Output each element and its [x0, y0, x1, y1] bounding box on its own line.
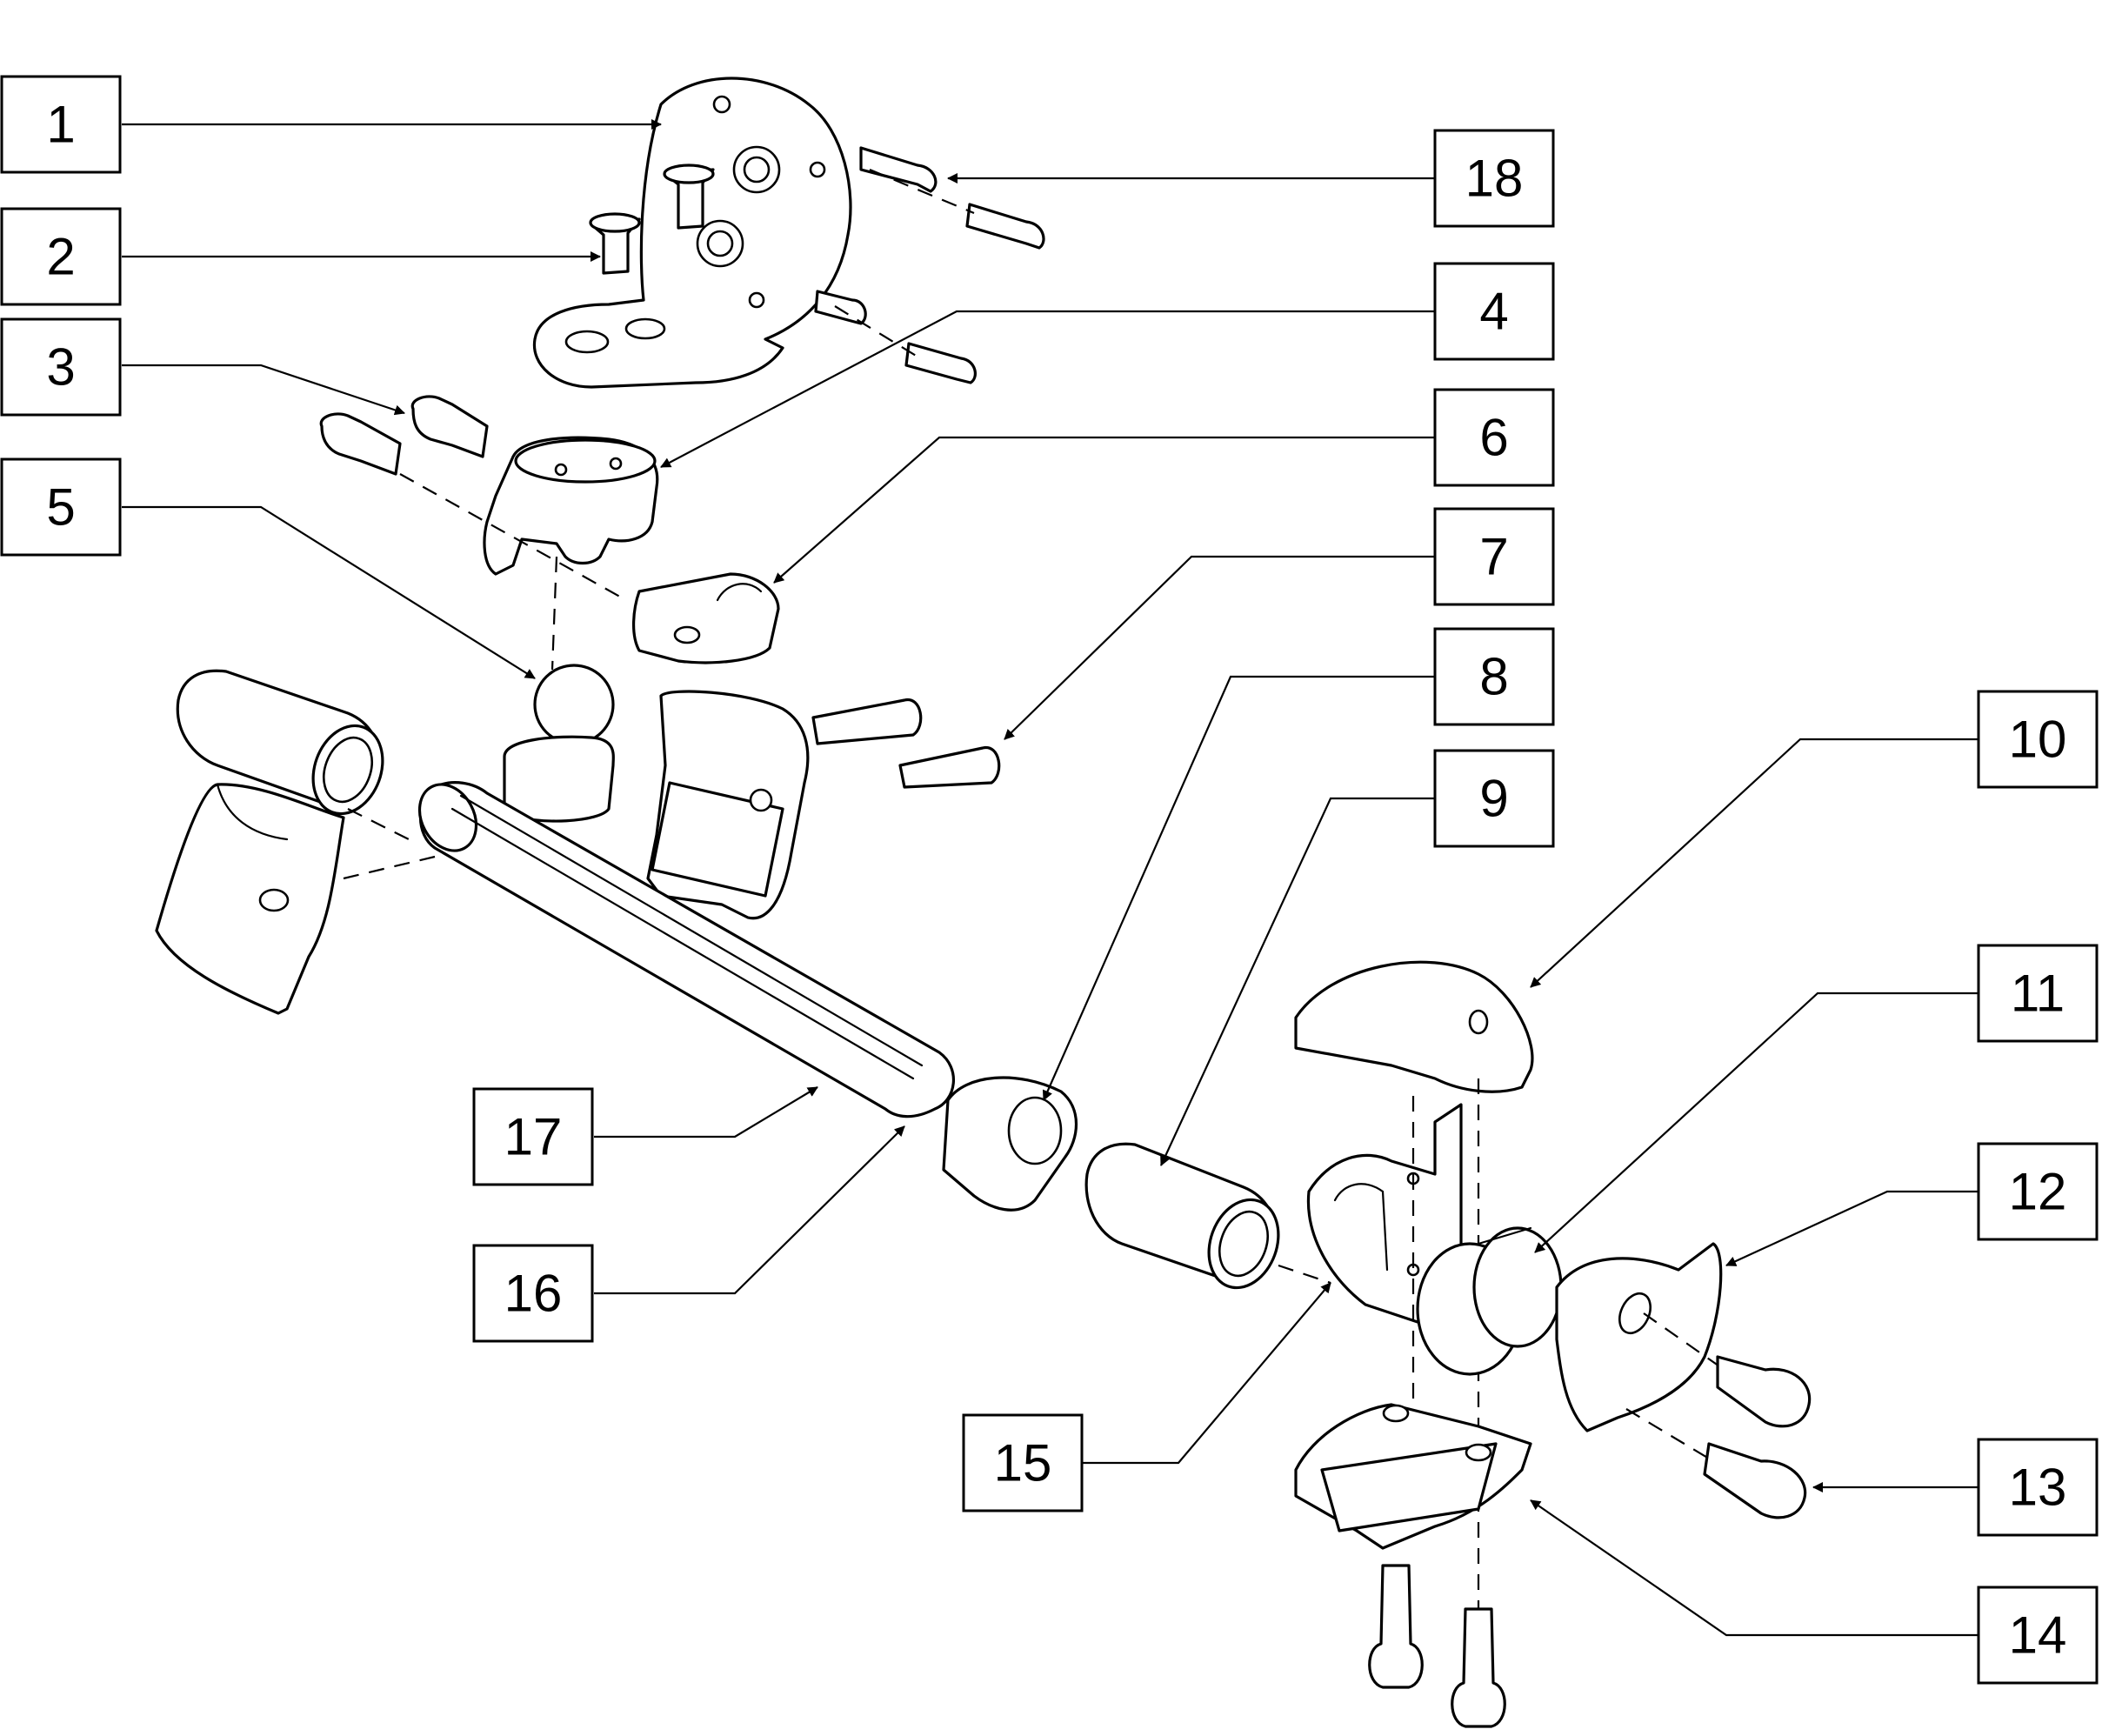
part-9-knurled-sleeve: [1084, 1142, 1331, 1290]
parts-artwork: [155, 77, 1812, 1728]
callout-15-label: 15: [994, 1434, 1052, 1492]
leader-17: [594, 1086, 818, 1138]
callout-13: 13: [1977, 1438, 2099, 1537]
callout-3-label: 3: [46, 338, 75, 397]
callout-4-label: 4: [1479, 283, 1508, 341]
part-2-flat-head-screws: [589, 164, 715, 275]
callout-14: 14: [1977, 1586, 2099, 1685]
part-1-mounting-plate: [532, 77, 852, 389]
part-18-socket-screws: [814, 146, 1045, 384]
callout-4: 4: [1433, 262, 1555, 361]
callout-8: 8: [1433, 627, 1555, 726]
callout-13-label: 13: [2009, 1459, 2067, 1517]
part-3-cap-screws: [319, 395, 489, 476]
leader-10: [1530, 738, 1979, 988]
part-11-disc: [1416, 1226, 1563, 1376]
callout-12-label: 12: [2009, 1163, 2067, 1221]
leader-14: [1530, 1499, 1979, 1637]
part-7-clamp-with-pad: [646, 690, 1001, 920]
callout-10-label: 10: [2009, 711, 2067, 769]
callout-17: 17: [472, 1087, 594, 1186]
part-6-half-clamp: [631, 572, 780, 664]
callout-6: 6: [1433, 388, 1555, 487]
callout-9-label: 9: [1479, 770, 1508, 828]
part-4-swivel-clamp: [399, 436, 659, 601]
leader-15: [1083, 1282, 1331, 1465]
callout-3: 3: [0, 317, 122, 417]
callout-2: 2: [0, 207, 122, 306]
callout-16-label: 16: [504, 1265, 563, 1323]
callout-8-label: 8: [1479, 648, 1508, 706]
leader-7: [1004, 555, 1435, 740]
leader-lines: [122, 119, 1979, 1637]
callout-18: 18: [1433, 129, 1555, 228]
callout-11-label: 11: [2011, 965, 2065, 1023]
callout-5: 5: [0, 457, 122, 557]
callout-17-label: 17: [504, 1108, 563, 1166]
callout-12: 12: [1977, 1142, 2099, 1241]
callout-1: 1: [0, 75, 122, 174]
part-knurled-sleeve-left: [176, 669, 384, 816]
callout-2-label: 2: [46, 228, 75, 286]
leader-8: [1042, 675, 1435, 1101]
callout-7: 7: [1433, 507, 1555, 606]
part-15-bracket: [1306, 1078, 1480, 1626]
callout-6-label: 6: [1479, 409, 1508, 467]
callout-10: 10: [1977, 690, 2099, 789]
part-5-ball-stud: [503, 556, 615, 823]
callout-18-label: 18: [1465, 150, 1524, 208]
callout-11: 11: [1977, 944, 2099, 1043]
part-14-bottom-clamp: [1294, 1403, 1532, 1550]
bottom-cap-screws: [1368, 1564, 1506, 1728]
callout-15: 15: [962, 1413, 1084, 1512]
callout-9: 9: [1433, 749, 1555, 848]
leader-5: [122, 505, 536, 679]
leader-3: [122, 364, 405, 416]
callout-1-label: 1: [46, 96, 75, 154]
leader-12: [1725, 1190, 1979, 1266]
leader-4: [660, 310, 1435, 468]
leader-11: [1534, 992, 1979, 1253]
leader-16: [594, 1125, 905, 1295]
part-13-cap-screws: [1703, 1355, 1812, 1519]
callout-7-label: 7: [1479, 528, 1508, 586]
callout-14-label: 14: [2009, 1606, 2067, 1665]
callout-5-label: 5: [46, 478, 75, 537]
callout-16: 16: [472, 1244, 594, 1343]
leader-9: [1160, 797, 1435, 1166]
part-8-ring: [942, 1076, 1078, 1212]
leader-6: [773, 436, 1435, 584]
part-17-rod: [417, 781, 955, 1118]
part-clamp-half-left: [155, 783, 436, 1015]
part-12-side-clamp: [1555, 1242, 1732, 1462]
part-10-clamp-cap: [1294, 960, 1534, 1093]
